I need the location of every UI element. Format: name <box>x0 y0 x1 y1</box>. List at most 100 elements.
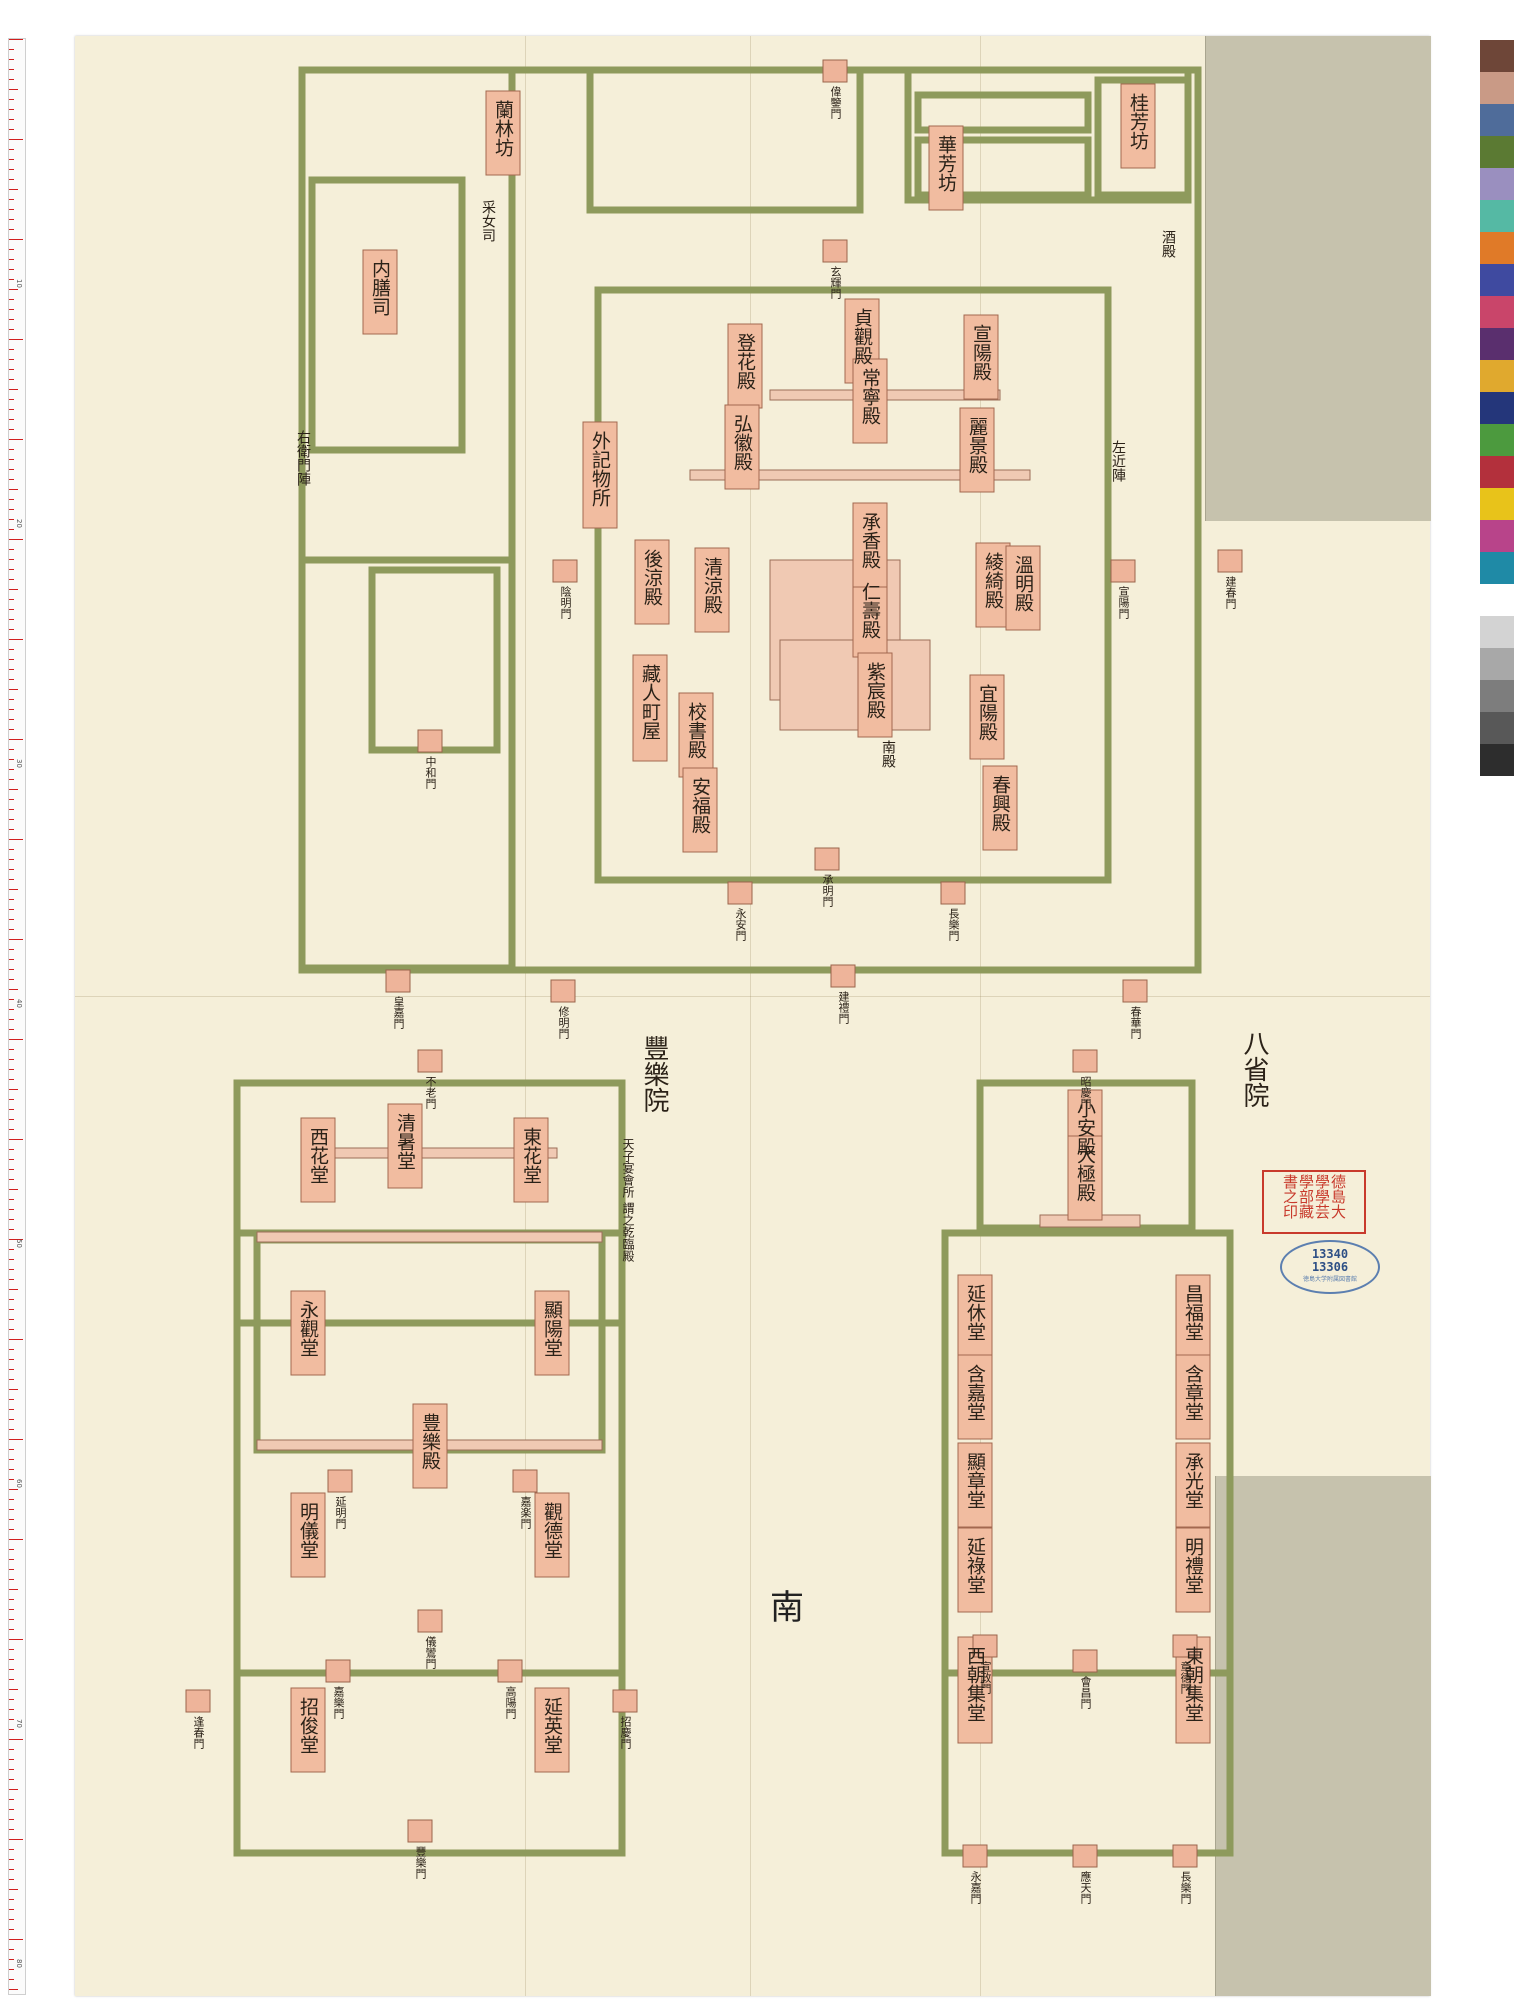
hall-label-h8: 觀德堂 <box>541 1502 563 1559</box>
ruler-tick <box>9 1839 23 1840</box>
ruler-tick <box>9 469 14 470</box>
hall-block-h8 <box>534 1492 570 1578</box>
hall-label-t5: 貞觀殿 <box>851 308 873 365</box>
ruler-tick <box>9 1919 14 1920</box>
hall-block-h6 <box>412 1403 448 1489</box>
ruler-tick <box>9 69 14 70</box>
color-swatch <box>1480 232 1514 264</box>
gate-block-sg4 <box>1172 1844 1198 1868</box>
ruler-tick <box>9 699 14 700</box>
ruler-tick <box>9 129 14 130</box>
ruler-tick <box>9 779 14 780</box>
hall-label-s5: 含嘉堂 <box>964 1364 986 1421</box>
ruler-tick <box>9 1439 23 1440</box>
ruler-tick <box>9 309 14 310</box>
gate-label-g5: 偉鑒門 <box>829 86 842 119</box>
ruler-tick <box>9 909 14 910</box>
color-swatch <box>1480 168 1514 200</box>
hogakuin-note: 天子宴會所 謂之乾臨殿 <box>621 1138 635 1262</box>
ruler-tick <box>9 1909 14 1910</box>
ruler-tick <box>9 169 14 170</box>
ruler-tick <box>9 819 14 820</box>
color-swatch <box>1480 40 1514 72</box>
gate-label-g7: 建春門 <box>1224 576 1237 609</box>
ruler-tick <box>9 1499 14 1500</box>
ruler-tick <box>9 1379 14 1380</box>
hall-label-t7: 常寧殿 <box>859 368 881 425</box>
ruler-tick <box>9 1729 14 1730</box>
ruler-tick <box>9 1249 14 1250</box>
hall-block-h7 <box>290 1492 326 1578</box>
ruler-tick <box>9 529 14 530</box>
hall-block-t13 <box>975 542 1011 628</box>
ruler-tick <box>9 1449 14 1450</box>
ruler-tick <box>9 279 14 280</box>
ruler-tick <box>9 1339 23 1340</box>
ruler-tick <box>9 1569 14 1570</box>
ruler-tick <box>9 1099 14 1100</box>
misc-label-m5: 南殿 <box>880 740 896 768</box>
ruler-tick <box>9 409 14 410</box>
color-swatch <box>1480 488 1514 520</box>
hall-label-h7: 明儀堂 <box>297 1502 319 1559</box>
hall-block-s10 <box>1175 1527 1211 1613</box>
gate-block-g12 <box>727 881 753 905</box>
ruler-tick <box>9 1059 14 1060</box>
ruler-tick <box>9 689 18 690</box>
hall-label-t10: 仁壽殿 <box>859 582 881 639</box>
ruler-tick <box>9 359 14 360</box>
hall-block-t9 <box>959 407 995 493</box>
gate-label-g4: 陰明門 <box>559 586 572 619</box>
ruler-tick <box>9 319 14 320</box>
ruler-tick <box>9 299 14 300</box>
hall-block-t12 <box>694 547 730 633</box>
hall-block-s2 <box>1067 1135 1103 1221</box>
ruler-tick <box>9 1979 14 1980</box>
hasshoin-title: 八省院 <box>1239 1030 1269 1108</box>
fold-line <box>980 36 981 1996</box>
gate-block-g5 <box>822 59 848 83</box>
ruler-tick <box>9 1889 18 1890</box>
ruler-tick <box>9 599 14 600</box>
gate-shapes <box>185 59 1243 1868</box>
ruler-tick <box>9 1829 14 1830</box>
ruler-tick <box>9 1759 14 1760</box>
ruler-tick <box>9 239 23 240</box>
accession-number-2: 13306 <box>1311 1260 1349 1274</box>
hogakuin-title: 豐樂院 <box>639 1035 669 1113</box>
gate-block-hg9 <box>512 1469 538 1493</box>
ruler-tick <box>9 1799 14 1800</box>
hall-label-t15: 紫宸殿 <box>864 662 886 719</box>
hall-block-t4 <box>727 323 763 409</box>
gate-block-hg8 <box>327 1469 353 1493</box>
hall-block-t17 <box>982 765 1018 851</box>
gate-block-g7 <box>1217 549 1243 573</box>
ruler-tick <box>9 1119 14 1120</box>
ruler-tick <box>9 1599 14 1600</box>
ruler-tick <box>9 949 14 950</box>
ruler-tick <box>9 1869 14 1870</box>
ruler-tick <box>9 1629 14 1630</box>
ruler-tick <box>9 609 14 610</box>
ruler-tick <box>9 79 14 80</box>
color-swatch <box>1480 520 1514 552</box>
ruler-tick <box>9 1159 14 1160</box>
hall-label-t2: 桂芳坊 <box>1127 93 1149 150</box>
ruler-tick <box>9 159 14 160</box>
ruler-tick <box>9 1369 14 1370</box>
gate-label-hg3: 不老門 <box>424 1076 437 1109</box>
hall-label-h4: 永觀堂 <box>297 1300 319 1357</box>
misc-label-m2: 酒殿 <box>1160 230 1176 258</box>
hall-label-t1: 蘭林坊 <box>492 100 514 157</box>
ruler-tick <box>9 1289 18 1290</box>
gate-label-hg5: 高陽門 <box>504 1686 517 1719</box>
ruler-tick <box>9 1259 14 1260</box>
ruler-tick <box>9 49 14 50</box>
ruler-tick <box>9 1649 14 1650</box>
ruler-tick <box>9 969 14 970</box>
ruler-tick <box>9 1389 18 1390</box>
ruler-tick <box>9 1689 18 1690</box>
ruler-tick <box>9 1459 14 1460</box>
ruler-tick <box>9 1949 14 1950</box>
